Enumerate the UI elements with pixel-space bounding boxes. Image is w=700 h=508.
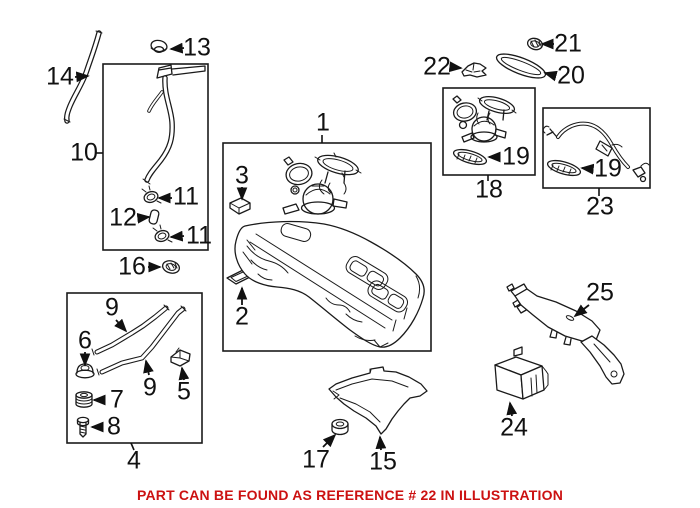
tank-strap-9b-illustration — [96, 305, 187, 376]
callout-7: 7 — [110, 385, 124, 414]
callout-6: 6 — [78, 326, 92, 355]
callout-19b: 19 — [594, 154, 622, 183]
bracket-5-illustration — [170, 347, 191, 367]
fuel-pump-module-illustration — [452, 95, 517, 143]
callout-23: 23 — [586, 192, 614, 221]
grommet-16-illustration — [161, 260, 181, 274]
bolt-8-illustration — [76, 416, 90, 438]
callout-2: 2 — [235, 302, 249, 331]
clip-22-illustration — [461, 62, 487, 78]
vent-hose-illustration — [63, 30, 103, 124]
cap-21-illustration — [526, 37, 544, 51]
callout-25: 25 — [586, 278, 614, 307]
hose-clamp-11a-illustration — [141, 185, 162, 204]
nut-17-illustration — [331, 418, 349, 436]
group-box-frames — [66, 63, 651, 444]
callout-9a: 9 — [105, 293, 119, 322]
callout-20: 20 — [557, 61, 585, 90]
callout-3: 3 — [235, 161, 249, 190]
hose-clamp-11b-illustration — [152, 224, 173, 243]
callout-18: 18 — [475, 175, 503, 204]
callout-arrows — [74, 38, 600, 451]
callout-12: 12 — [109, 203, 137, 232]
mount-bracket-25-illustration — [506, 283, 625, 385]
seal-19a-illustration — [452, 148, 488, 166]
tank-cover-15-illustration — [328, 366, 428, 435]
pad-3-illustration — [229, 197, 251, 215]
seal-19b-illustration — [546, 159, 582, 177]
callout-4: 4 — [127, 446, 141, 475]
reference-note: PART CAN BE FOUND AS REFERENCE # 22 IN I… — [136, 487, 564, 503]
callout-5: 5 — [177, 377, 191, 406]
gasket-ring-20-illustration — [495, 53, 547, 79]
callout-14: 14 — [46, 62, 74, 91]
callout-15: 15 — [369, 447, 397, 476]
callout-19a: 19 — [502, 142, 530, 171]
tank-strap-9a-illustration — [91, 304, 170, 356]
connector-tube-12-illustration — [148, 209, 160, 225]
callout-11b: 11 — [186, 221, 212, 250]
wiring-harness-illustration — [542, 121, 650, 183]
callout-9b: 9 — [143, 373, 157, 402]
callout-17: 17 — [302, 445, 330, 474]
grommet-6-illustration — [75, 363, 95, 379]
cap-13-illustration — [150, 39, 168, 53]
control-module-24-illustration — [494, 346, 549, 400]
callout-13: 13 — [183, 33, 211, 62]
fuel-pump-assembly-illustration — [282, 152, 362, 215]
callout-16: 16 — [118, 252, 146, 281]
callout-8: 8 — [107, 412, 121, 441]
spacer-7-illustration — [75, 391, 93, 408]
callout-11a: 11 — [173, 182, 199, 211]
callout-10: 10 — [70, 138, 98, 167]
fuel-tank-illustration — [234, 220, 425, 348]
callout-21: 21 — [554, 29, 582, 58]
callout-22: 22 — [423, 52, 451, 81]
callout-24: 24 — [500, 413, 528, 442]
filler-pipe-illustration — [142, 64, 206, 185]
callout-1: 1 — [316, 108, 330, 137]
